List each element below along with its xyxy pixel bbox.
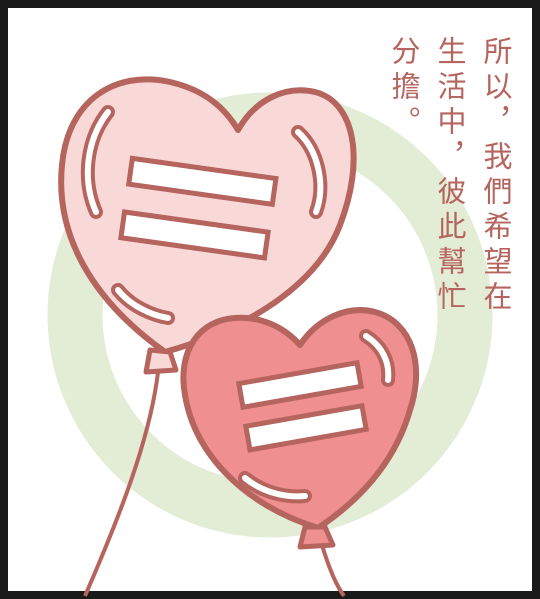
string-small bbox=[320, 544, 346, 598]
heart-balloon-icon bbox=[58, 76, 357, 375]
heart-balloon-icon bbox=[180, 307, 420, 550]
caption-line-1: 所以，我們希望在 bbox=[479, 36, 513, 316]
caption-line-3: 分擔。 bbox=[387, 36, 421, 141]
caption-line-2: 生活中，彼此幫忙 bbox=[433, 36, 467, 316]
string-large bbox=[83, 371, 160, 597]
